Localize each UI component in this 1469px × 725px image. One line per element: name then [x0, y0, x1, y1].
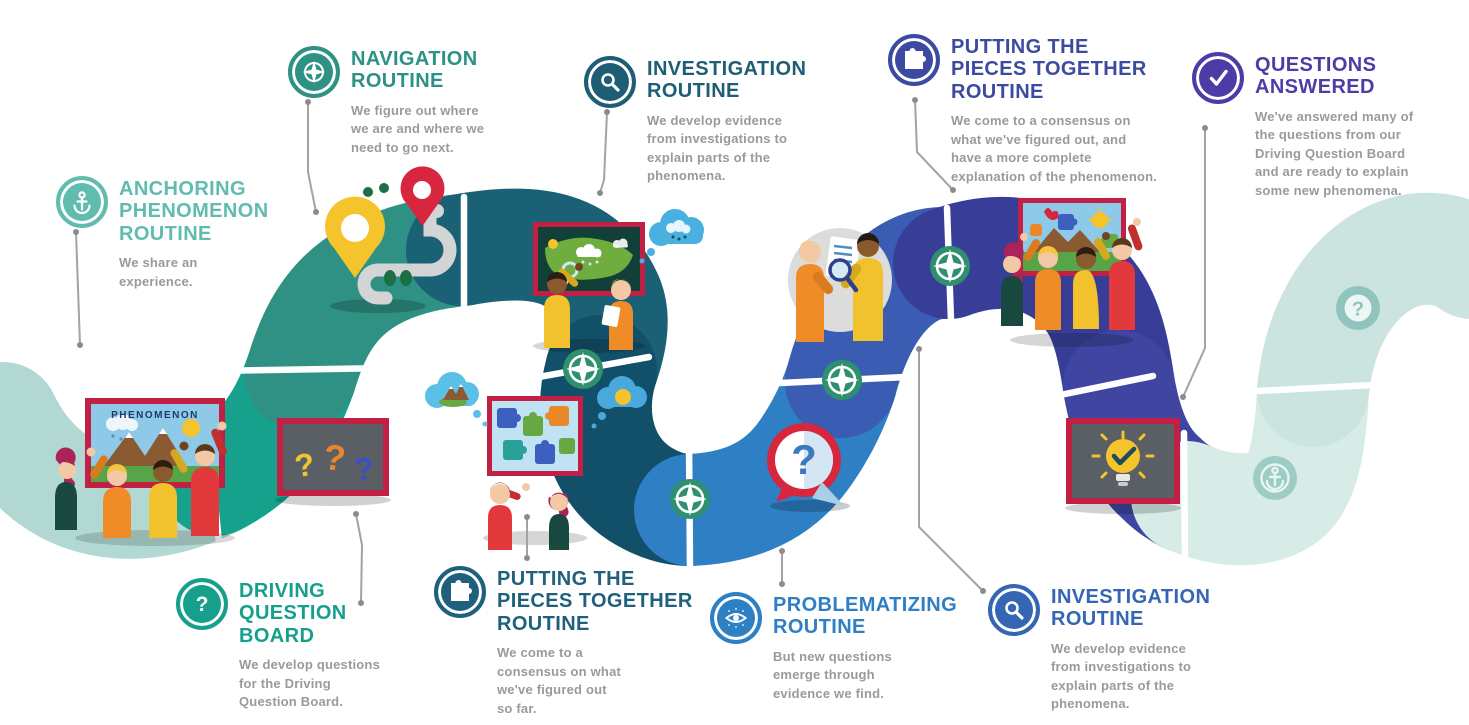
routine-title: PROBLEMATIZING ROUTINE — [773, 594, 958, 639]
routine-description: We develop evidence from investigations … — [1051, 640, 1192, 712]
question-mark: ? — [353, 450, 375, 487]
routine-problematizing: PROBLEMATIZING ROUTINE But new questions… — [710, 592, 957, 703]
compass-waypoints — [563, 246, 970, 519]
routine-description: We develop evidence from investigations … — [647, 112, 788, 184]
question-bubble-illustration: ? — [767, 423, 850, 512]
routine-description: We come to a consensus on what we've fig… — [951, 113, 1158, 184]
path-segment-next-question — [1257, 192, 1469, 447]
compass-waypoint-icon — [563, 349, 603, 389]
puzzle-board-scene — [483, 396, 587, 550]
compass-waypoint-icon — [930, 246, 970, 286]
routine-title: INVESTIGATION ROUTINE — [1051, 586, 1211, 631]
completed-puzzle-board-scene — [1001, 198, 1143, 347]
compass-waypoint-icon — [670, 479, 710, 519]
routine-description: We share an experience. — [119, 255, 198, 289]
faded-question-icon: ? — [1336, 286, 1380, 330]
question-mark: ? — [321, 436, 348, 479]
mountains-illustration — [101, 428, 189, 470]
routine-putting-pieces-together-bottom: PUTTING THE PIECES TOGETHER ROUTINE We c… — [434, 566, 693, 718]
label-connectors — [75, 99, 1206, 604]
us-map-illustration — [545, 237, 633, 280]
routine-title: DRIVING QUESTION BOARD — [239, 580, 347, 647]
lightbulb-board-illustration — [1065, 418, 1181, 514]
eye-icon — [710, 592, 762, 644]
phenomenon-board-scene: PHENOMENON — [55, 398, 235, 546]
magnifier-illustration — [828, 258, 859, 293]
question-glyph: ? — [195, 592, 209, 616]
question-mark: ? — [791, 436, 817, 483]
puzzle-icon — [888, 34, 940, 86]
routine-title: PUTTING THE PIECES TOGETHER ROUTINE — [951, 36, 1147, 103]
routine-title: PUTTING THE PIECES TOGETHER ROUTINE — [497, 568, 693, 635]
anchor-icon — [56, 176, 108, 228]
magnifier-icon — [988, 584, 1040, 636]
routine-anchoring-phenomenon: ANCHORING PHENOMENON ROUTINE We share an… — [56, 176, 269, 291]
connector-dots — [73, 97, 1208, 606]
current-location-pin-icon — [325, 196, 385, 278]
faded-anchor-icon — [1253, 456, 1297, 500]
bird-illustration — [1044, 208, 1059, 220]
routine-title: NAVIGATION ROUTINE — [351, 48, 478, 93]
puzzle-icon — [434, 566, 486, 618]
check-icon — [1192, 52, 1244, 104]
routine-description: We develop questions for the Driving Que… — [239, 657, 381, 710]
routine-description: We've answered many of the questions fro… — [1255, 108, 1414, 198]
routine-investigation-bottom: INVESTIGATION ROUTINE We develop evidenc… — [988, 584, 1210, 714]
idea-lightbulb-icon — [1091, 430, 1155, 486]
routine-title: ANCHORING PHENOMENON ROUTINE — [119, 178, 269, 245]
driving-question-board-illustration: ? ? ? — [275, 418, 391, 506]
students-illustration — [488, 482, 569, 550]
routine-navigation: NAVIGATION ROUTINE We figure out where w… — [288, 46, 484, 157]
weather-map-board-scene — [533, 209, 704, 353]
routine-investigation-top: INVESTIGATION ROUTINE We develop evidenc… — [584, 56, 806, 186]
map-route-illustration — [325, 166, 457, 313]
destination-pin-icon — [400, 166, 445, 226]
sun-icon — [182, 419, 200, 437]
students-illustration — [55, 421, 227, 538]
question-icon: ? — [176, 578, 228, 630]
route-path — [357, 209, 457, 305]
routine-putting-pieces-together-top: PUTTING THE PIECES TOGETHER ROUTINE We c… — [888, 34, 1157, 186]
routine-title: QUESTIONS ANSWERED — [1255, 54, 1377, 99]
phenomenon-board-label: PHENOMENON — [111, 410, 199, 421]
routine-title: INVESTIGATION ROUTINE — [647, 58, 807, 103]
routine-questions-answered: QUESTIONS ANSWERED We've answered many o… — [1192, 52, 1413, 200]
evidence-students-scene — [788, 228, 892, 342]
routine-description: We figure out where we are and where we … — [351, 102, 485, 155]
routine-description: We come to a consensus on what we've fig… — [497, 645, 622, 716]
svg-text:?: ? — [1352, 299, 1364, 321]
compass-icon — [288, 46, 340, 98]
students-illustration — [1001, 218, 1143, 330]
routine-description: But new questions emerge through evidenc… — [773, 648, 892, 701]
sun-icon — [615, 389, 631, 405]
routine-driving-question-board: ? DRIVING QUESTION BOARD We develop ques… — [176, 578, 380, 712]
students-illustration — [544, 263, 633, 350]
sun-thought-bubble — [591, 376, 647, 429]
storm-thought-bubble — [639, 209, 704, 264]
magnifier-icon — [584, 56, 636, 108]
compass-waypoint-icon — [822, 360, 862, 400]
island-thought-bubble — [425, 372, 488, 427]
puzzle-pieces-illustration — [497, 406, 575, 464]
